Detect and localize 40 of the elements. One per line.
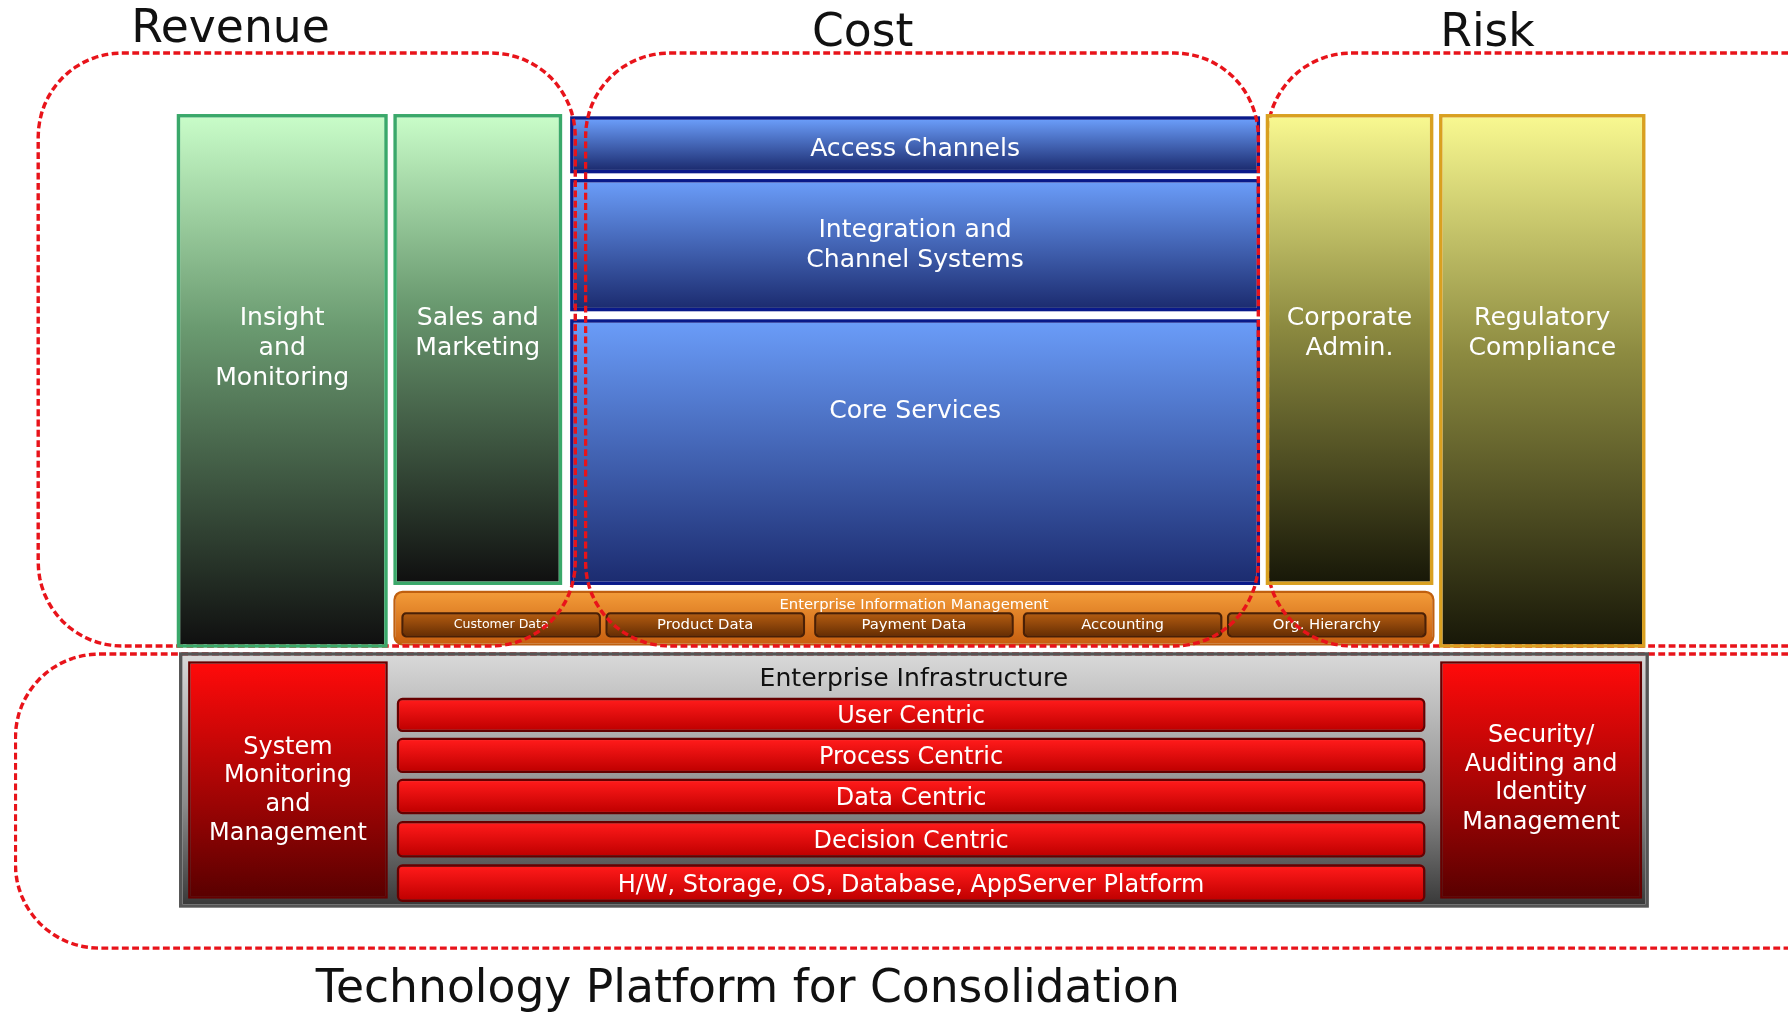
service-bar [396,821,1426,858]
layer-label: Data Centric [834,783,988,813]
service-bar [396,697,1426,733]
layer-label: Access Channels [809,133,1022,164]
data-chip [605,612,806,638]
service-column [1440,661,1643,899]
layer-label: Sales and Marketing [414,302,542,363]
layer-label: Insight and Monitoring [214,302,351,393]
layer-label: System Monitoring and Management [208,732,368,847]
service-bar [396,737,1426,774]
layer-label: H/W, Storage, OS, Database, AppServer Platform [616,870,1206,899]
layer-label: Payment Data [860,615,968,634]
layer-label: Regulatory Compliance [1467,302,1618,363]
data-chip [1022,612,1223,638]
service-bar [396,864,1426,902]
layer-label: Core Services [828,395,1002,426]
layer-label: Integration and Channel Systems [805,214,1025,275]
layer-label: Process Centric [818,742,1005,772]
region-title: Risk [1440,6,1535,53]
capability-column [176,114,388,648]
layer-label: Corporate Admin. [1285,302,1414,363]
infrastructure-panel [179,652,1649,908]
layer-label: Enterprise Information Management [778,596,1050,612]
data-chip [1226,612,1427,638]
capability-column [1265,114,1434,585]
layer-label: Product Data [656,615,755,634]
region-title: Cost [811,6,914,53]
service-column [188,661,388,899]
data-chip [814,612,1014,638]
layer-label: Org. Hierarchy [1271,615,1382,634]
region-title: Technology Platform for Consolidation [315,963,1180,1010]
layer-label: Security/ Auditing and Identity Management [1461,720,1621,836]
layer-label: Decision Centric [812,826,1010,856]
layer-label: Enterprise Infrastructure [758,663,1070,694]
layer-label: Accounting [1080,615,1165,634]
service-bar [396,778,1426,815]
capability-column [393,114,563,585]
capability-column [1439,114,1646,648]
region-title: Revenue [131,3,330,50]
layer-label: User Centric [836,701,987,730]
